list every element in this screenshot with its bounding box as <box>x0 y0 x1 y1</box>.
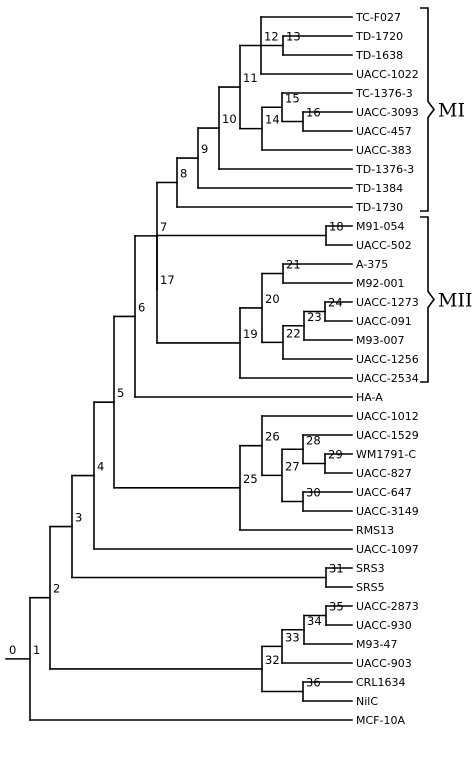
node-label-34: 34 <box>307 614 322 628</box>
leaf-label-uacc-903: UACC-903 <box>356 657 412 670</box>
node-label-35: 35 <box>329 600 344 614</box>
leaf-label-uacc-1273: UACC-1273 <box>356 296 419 309</box>
leaf-label-uacc-3093: UACC-3093 <box>356 106 419 119</box>
node-label-15: 15 <box>285 91 300 105</box>
node-label-16: 16 <box>306 106 321 120</box>
leaf-label-uacc-827: UACC-827 <box>356 467 412 480</box>
leaf-label-uacc-2873: UACC-2873 <box>356 600 419 613</box>
node-label-6: 6 <box>138 300 145 314</box>
leaf-label-td-1376-3: TD-1376-3 <box>355 163 414 176</box>
leaf-label-wm1791-c: WM1791-C <box>356 448 416 461</box>
leaf-label-uacc-502: UACC-502 <box>356 239 412 252</box>
node-label-19: 19 <box>243 327 258 341</box>
leaf-label-m92-001: M92-001 <box>356 277 404 290</box>
group-label-mii: MII <box>438 290 472 312</box>
group-bracket-mi <box>420 7 435 212</box>
node-label-1: 1 <box>33 643 40 657</box>
leaf-label-srs3: SRS3 <box>356 562 385 575</box>
leaf-label-uacc-383: UACC-383 <box>356 144 412 157</box>
node-label-12: 12 <box>264 30 279 44</box>
leaf-label-uacc-3149: UACC-3149 <box>356 505 419 518</box>
leaf-label-mcf-10a: MCF-10A <box>356 714 405 727</box>
node-label-3: 3 <box>75 511 82 525</box>
leaf-label-uacc-930: UACC-930 <box>356 619 412 632</box>
node-label-4: 4 <box>97 460 104 474</box>
leaf-label-srs5: SRS5 <box>356 581 385 594</box>
group-label-mi: MI <box>438 100 465 122</box>
node-label-25: 25 <box>243 472 258 486</box>
node-label-10: 10 <box>222 112 237 126</box>
leaf-label-tc-f027: TC-F027 <box>355 11 401 24</box>
leaf-label-m93-47: M93-47 <box>356 638 397 651</box>
node-label-17: 17 <box>160 273 175 287</box>
leaf-label-uacc-1529: UACC-1529 <box>356 429 419 442</box>
leaf-label-td-1384: TD-1384 <box>355 182 403 195</box>
node-label-2: 2 <box>53 582 60 596</box>
leaf-label-uacc-1256: UACC-1256 <box>356 353 419 366</box>
leaf-label-m91-054: M91-054 <box>356 220 404 233</box>
group-bracket-mii <box>420 216 435 383</box>
node-label-13: 13 <box>286 30 301 44</box>
node-label-29: 29 <box>328 448 343 462</box>
node-label-14: 14 <box>265 113 280 127</box>
node-label-9: 9 <box>201 142 208 156</box>
leaf-label-uacc-1097: UACC-1097 <box>356 543 419 556</box>
node-label-11: 11 <box>243 71 258 85</box>
node-label-32: 32 <box>265 653 280 667</box>
leaf-label-uacc-091: UACC-091 <box>356 315 412 328</box>
leaf-label-td-1730: TD-1730 <box>355 201 403 214</box>
node-label-26: 26 <box>265 430 280 444</box>
leaf-label-ha-a: HA-A <box>356 391 383 404</box>
leaf-label-crl1634: CRL1634 <box>356 676 405 689</box>
leaf-label-uacc-457: UACC-457 <box>356 125 412 138</box>
node-label-21: 21 <box>286 258 301 272</box>
node-label-22: 22 <box>286 326 301 340</box>
leaf-label-uacc-1012: UACC-1012 <box>356 410 419 423</box>
node-label-24: 24 <box>328 296 343 310</box>
node-label-33: 33 <box>285 630 300 644</box>
leaf-label-nilc: NilC <box>356 695 378 708</box>
leaf-label-uacc-2534: UACC-2534 <box>356 372 419 385</box>
leaf-label-td-1720: TD-1720 <box>355 30 403 43</box>
leaf-label-a-375: A-375 <box>356 258 388 271</box>
node-label-31: 31 <box>329 562 344 576</box>
node-label-8: 8 <box>180 167 187 181</box>
node-label-18: 18 <box>329 220 344 234</box>
node-label-0: 0 <box>9 643 16 657</box>
node-label-28: 28 <box>306 433 321 447</box>
leaf-label-rms13: RMS13 <box>356 524 394 537</box>
node-label-20: 20 <box>265 292 280 306</box>
node-label-23: 23 <box>307 310 322 324</box>
node-label-36: 36 <box>306 676 321 690</box>
node-label-27: 27 <box>285 459 300 473</box>
leaf-label-m93-007: M93-007 <box>356 334 404 347</box>
leaf-label-td-1638: TD-1638 <box>355 49 403 62</box>
leaf-label-uacc-647: UACC-647 <box>356 486 412 499</box>
node-label-30: 30 <box>306 486 321 500</box>
leaf-label-uacc-1022: UACC-1022 <box>356 68 419 81</box>
leaf-label-tc-1376-3: TC-1376-3 <box>355 87 413 100</box>
node-label-7: 7 <box>160 220 167 234</box>
node-label-5: 5 <box>117 386 124 400</box>
